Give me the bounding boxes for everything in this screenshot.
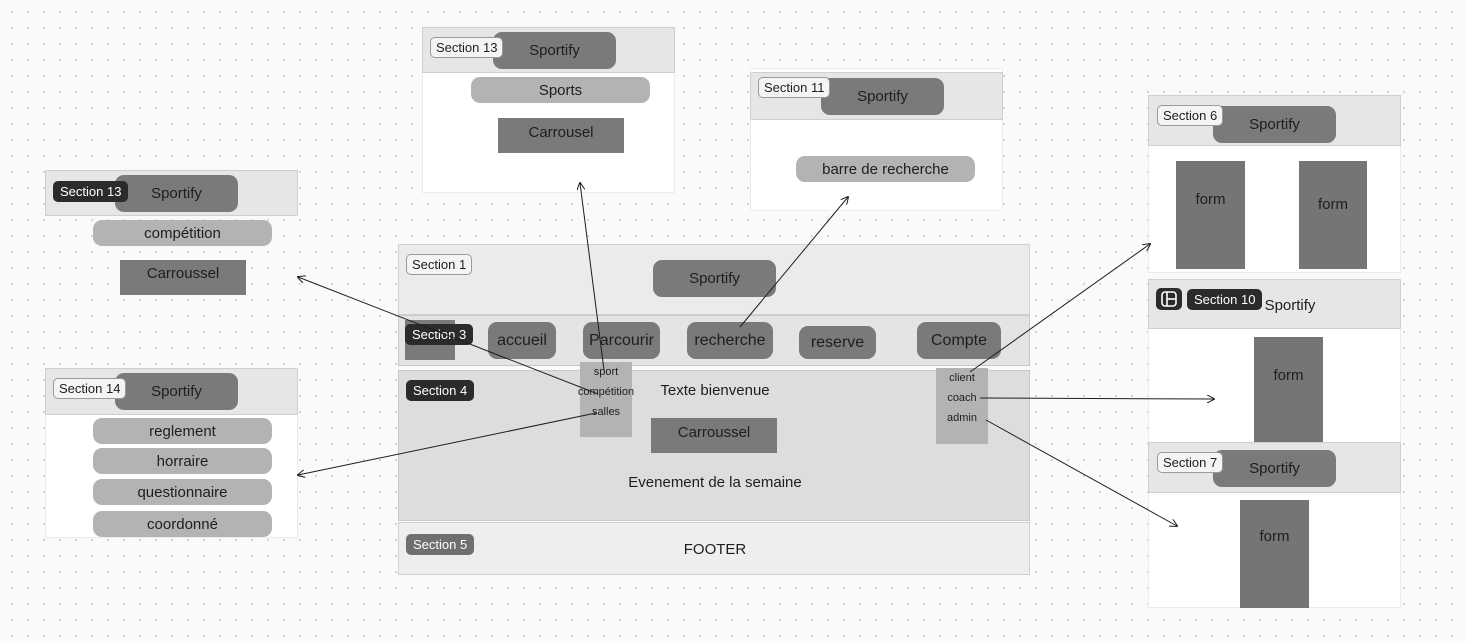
welcome-text: Texte bienvenue <box>660 381 770 399</box>
section6-form-2: form <box>1299 161 1367 269</box>
menu-admin[interactable]: admin <box>947 412 977 424</box>
section1-title: Sportify <box>653 260 776 297</box>
section4-carousel: Carroussel <box>651 418 777 453</box>
section13-left-label[interactable]: Section 13 <box>53 181 129 202</box>
section7-form: form <box>1240 500 1309 608</box>
horraire-pill[interactable]: horraire <box>93 448 272 474</box>
section5-label[interactable]: Section 5 <box>406 534 475 555</box>
section3-label[interactable]: Section 3 <box>405 324 474 345</box>
section10-title: Sportify <box>1264 296 1316 314</box>
menu-competition[interactable]: compétition <box>577 386 635 398</box>
menu-salles[interactable]: salles <box>591 406 621 418</box>
reglement-pill[interactable]: reglement <box>93 418 272 444</box>
nav-accueil[interactable]: accueil <box>488 322 556 359</box>
section7-label[interactable]: Section 7 <box>1157 452 1224 473</box>
search-bar-pill[interactable]: barre de recherche <box>796 156 975 182</box>
section14-title: Sportify <box>115 373 238 410</box>
section13-left-carousel: Carroussel <box>120 260 246 295</box>
coordonne-pill[interactable]: coordonné <box>93 511 272 537</box>
section7-title: Sportify <box>1213 450 1336 487</box>
menu-sport[interactable]: sport <box>593 366 619 378</box>
section6-label[interactable]: Section 6 <box>1157 105 1224 126</box>
layout-icon[interactable] <box>1156 288 1182 310</box>
section6-title: Sportify <box>1213 106 1336 143</box>
nav-reserve[interactable]: reserve <box>799 326 876 359</box>
parcourir-dropdown: sport compétition salles <box>578 362 634 437</box>
section14-label[interactable]: Section 14 <box>53 378 127 399</box>
nav-compte[interactable]: Compte <box>917 322 1001 359</box>
nav-parcourir[interactable]: Parcourir <box>583 322 660 359</box>
section10-label[interactable]: Section 10 <box>1187 289 1263 310</box>
compte-dropdown: client coach admin <box>936 368 988 444</box>
nav-recherche[interactable]: recherche <box>687 322 773 359</box>
footer-text: FOOTER <box>683 540 747 558</box>
menu-coach[interactable]: coach <box>947 392 977 404</box>
section13-left-title: Sportify <box>115 175 238 212</box>
section13-top-label[interactable]: Section 13 <box>430 37 504 58</box>
sports-pill[interactable]: Sports <box>471 77 650 103</box>
questionnaire-pill[interactable]: questionnaire <box>93 479 272 505</box>
section11-title: Sportify <box>821 78 944 115</box>
event-text: Evenement de la semaine <box>628 473 802 491</box>
section4-label[interactable]: Section 4 <box>406 380 475 401</box>
section11-label[interactable]: Section 11 <box>758 77 831 98</box>
section10-form: form <box>1254 337 1323 444</box>
section6-form-1: form <box>1176 161 1245 269</box>
section1-label[interactable]: Section 1 <box>406 254 473 275</box>
menu-client[interactable]: client <box>949 372 975 384</box>
competition-pill[interactable]: compétition <box>93 220 272 246</box>
section13-top-carousel: Carrousel <box>498 118 624 153</box>
section5-frame <box>398 522 1030 575</box>
section13-top-title: Sportify <box>493 32 616 69</box>
